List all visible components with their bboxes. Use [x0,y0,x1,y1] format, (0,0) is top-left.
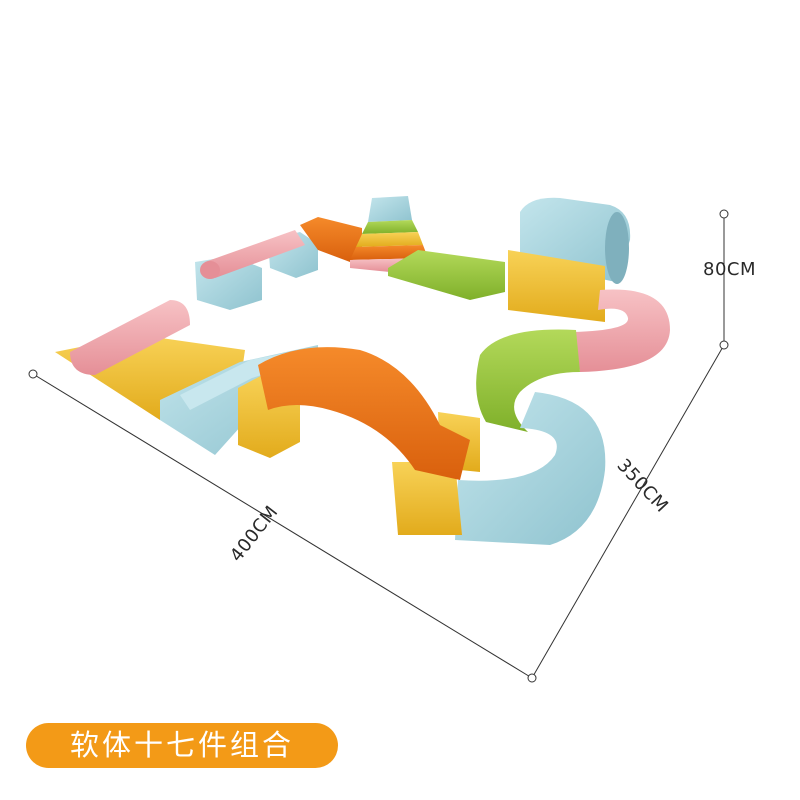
pink-arc [574,289,670,372]
green-arc [476,329,580,432]
back-left-supports [195,230,318,310]
yellow-block-front [392,462,462,535]
height-dimension-label: 80CM [703,259,757,280]
dimension-lines [28,209,729,683]
product-title-badge: 软体十七件组合 [26,723,338,768]
back-orange-beam [300,217,362,262]
stacked-trapezoid [350,196,432,272]
orange-bridge [258,347,470,480]
yellow-block-back [508,250,605,322]
green-mat [388,250,505,300]
blue-arc [455,392,606,545]
